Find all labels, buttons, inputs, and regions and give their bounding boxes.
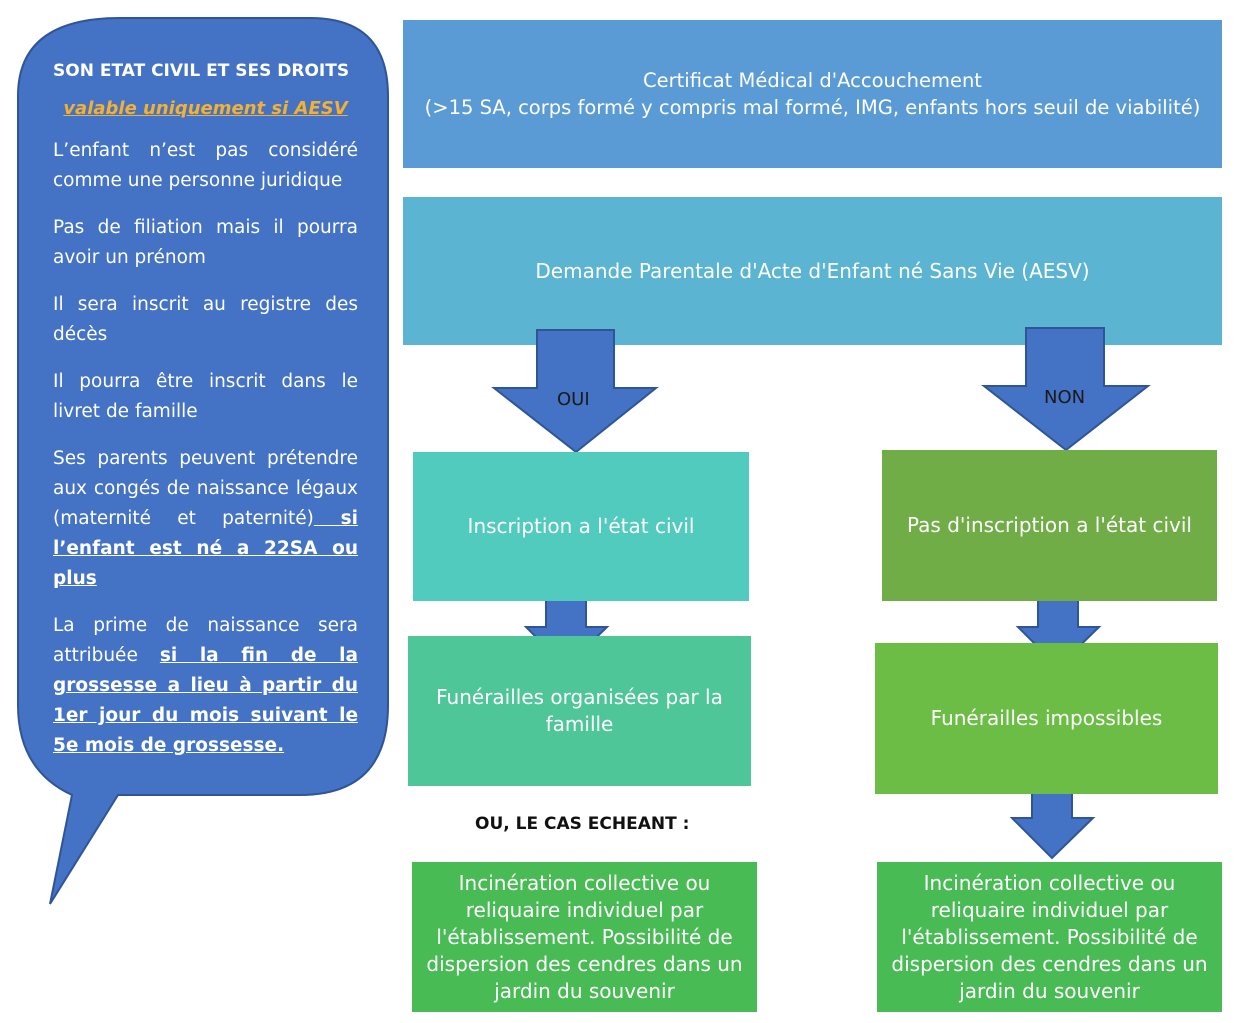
- sidebar-paragraph-legal-person: L’enfant n’est pas considéré comme une p…: [53, 140, 358, 191]
- sidebar-paragraph-family-book: Il pourra être inscrit dans le livret de…: [53, 371, 358, 422]
- bonus-condition: si la fin de la grossesse a lieu à parti…: [53, 645, 358, 756]
- speech-bubble-shape: [17, 17, 389, 905]
- alternative-label: OU, LE CAS ECHEANT :: [475, 814, 690, 834]
- certificate-title: Certificat Médical d'Accouchement: [643, 69, 982, 92]
- leave-text: Ses parents peuvent prétendre aux congés…: [53, 448, 358, 529]
- leave-condition: si l’enfant est né a 22SA ou plus: [53, 508, 359, 589]
- yes-label: OUI: [557, 389, 590, 410]
- certificate-box: Certificat Médical d'Accouchement (>15 S…: [403, 20, 1222, 168]
- sidebar-title: SON ETAT CIVIL ET SES DROITS: [53, 61, 350, 81]
- no-arrow: [981, 327, 1151, 452]
- sidebar-content: SON ETAT CIVIL ET SES DROITS valable uni…: [53, 56, 358, 778]
- no-funeral-box: Funérailles impossibles: [875, 643, 1218, 794]
- no-registration-text: Pas d'inscription a l'état civil: [907, 513, 1192, 537]
- yes-registration-box: Inscription a l'état civil: [413, 452, 749, 601]
- yes-funeral-box: Funérailles organisées par la famille: [408, 636, 751, 786]
- yes-cremation-text: Incinération collective ou reliquaire in…: [426, 870, 743, 1003]
- yes-registration-text: Inscription a l'état civil: [467, 514, 695, 538]
- sidebar-subtitle: valable uniquement si AESV: [63, 98, 348, 119]
- no-cremation-box: Incinération collective ou reliquaire in…: [877, 862, 1222, 1012]
- sidebar-paragraph-death-register: Il sera inscrit au registre des décès: [53, 294, 358, 345]
- no-registration-box: Pas d'inscription a l'état civil: [882, 450, 1217, 601]
- no-label: NON: [1044, 387, 1086, 408]
- yes-cremation-box: Incinération collective ou reliquaire in…: [412, 862, 757, 1012]
- sidebar-paragraph-filiation: Pas de filiation mais il pourra avoir un…: [53, 217, 358, 268]
- no-cremation-text: Incinération collective ou reliquaire in…: [891, 870, 1208, 1003]
- request-box: Demande Parentale d'Acte d'Enfant né San…: [403, 197, 1222, 345]
- speech-bubble: [17, 17, 389, 905]
- sidebar-paragraph-leave: Ses parents peuvent prétendre aux congés…: [53, 444, 358, 594]
- yes-arrow: [491, 329, 659, 454]
- request-text: Demande Parentale d'Acte d'Enfant né San…: [535, 258, 1090, 283]
- no-funeral-text: Funérailles impossibles: [930, 706, 1163, 730]
- certificate-conditions: (>15 SA, corps formé y compris mal formé…: [424, 96, 1201, 119]
- bonus-text: La prime de naissance sera attribuée: [53, 615, 358, 666]
- sidebar-paragraph-birth-bonus: La prime de naissance sera attribuée si …: [53, 611, 358, 761]
- yes-funeral-text: Funérailles organisées par la famille: [436, 685, 723, 736]
